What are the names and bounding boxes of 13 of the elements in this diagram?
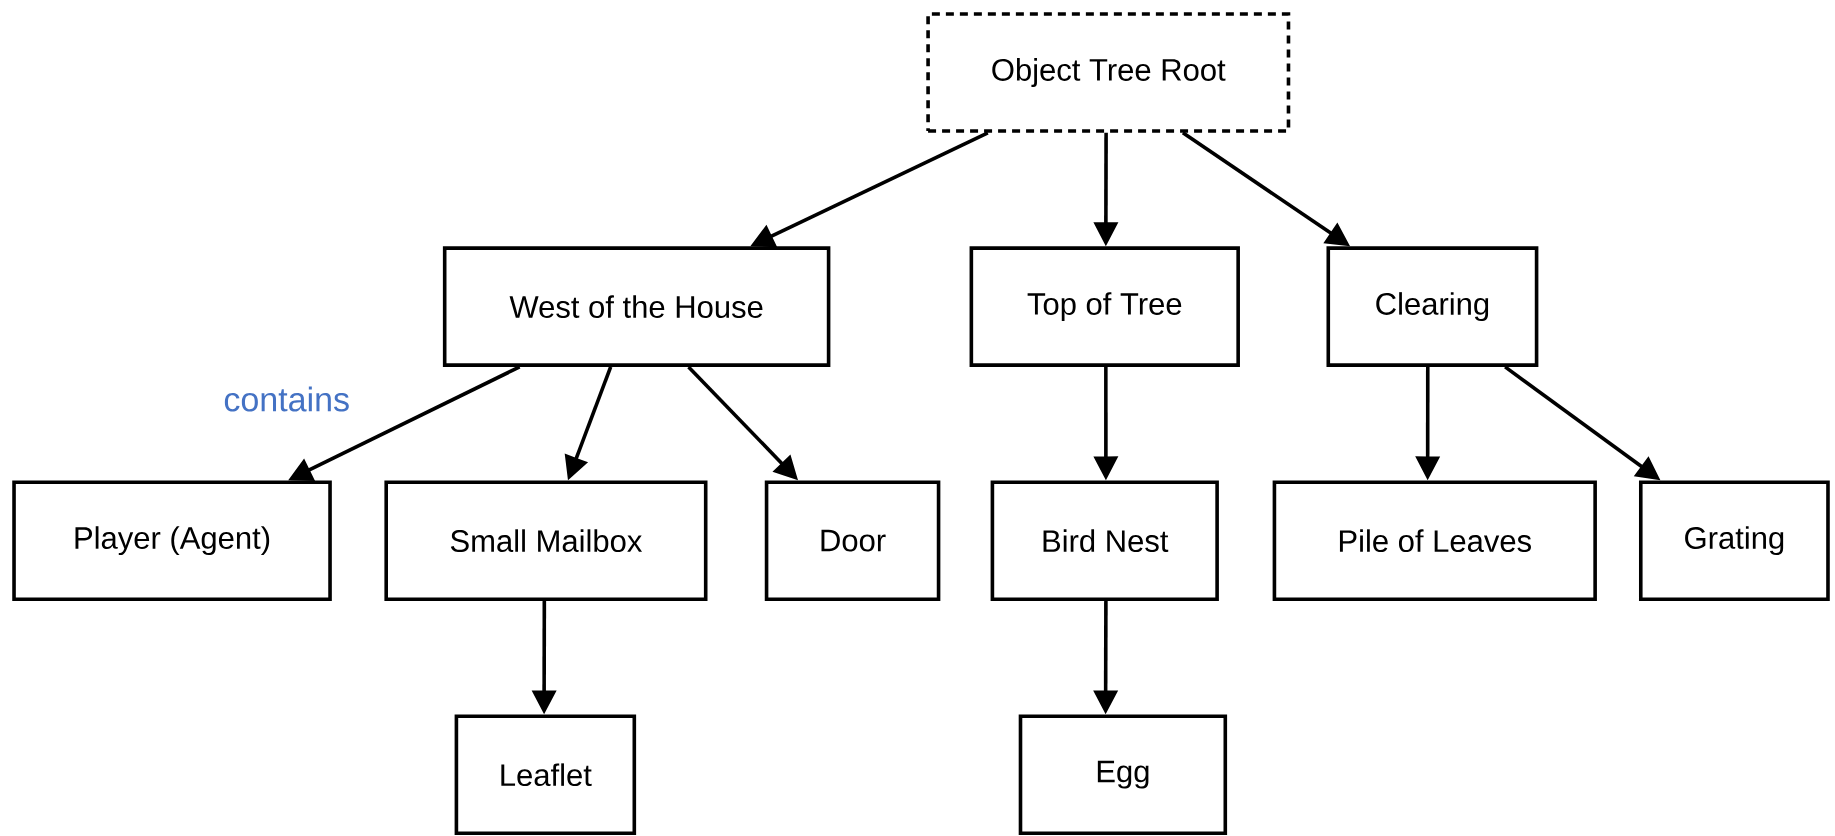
object-box: Player (Agent)	[12, 480, 332, 601]
object-box: Bird Nest	[990, 480, 1219, 601]
root-box: Object Tree Root	[926, 12, 1291, 133]
object-box: Small Mailbox	[384, 480, 708, 601]
edge-label: contains	[221, 384, 353, 414]
object-box: Clearing	[1326, 246, 1539, 367]
object-box: Leaflet	[454, 714, 637, 836]
object-box: Grating	[1639, 480, 1830, 601]
object-box: West of the House	[442, 246, 831, 367]
object-box: Top of Tree	[969, 246, 1240, 367]
object-box: Pile of Leaves	[1272, 480, 1597, 601]
object-box: Door	[764, 480, 941, 601]
object-box: Egg	[1018, 714, 1228, 836]
